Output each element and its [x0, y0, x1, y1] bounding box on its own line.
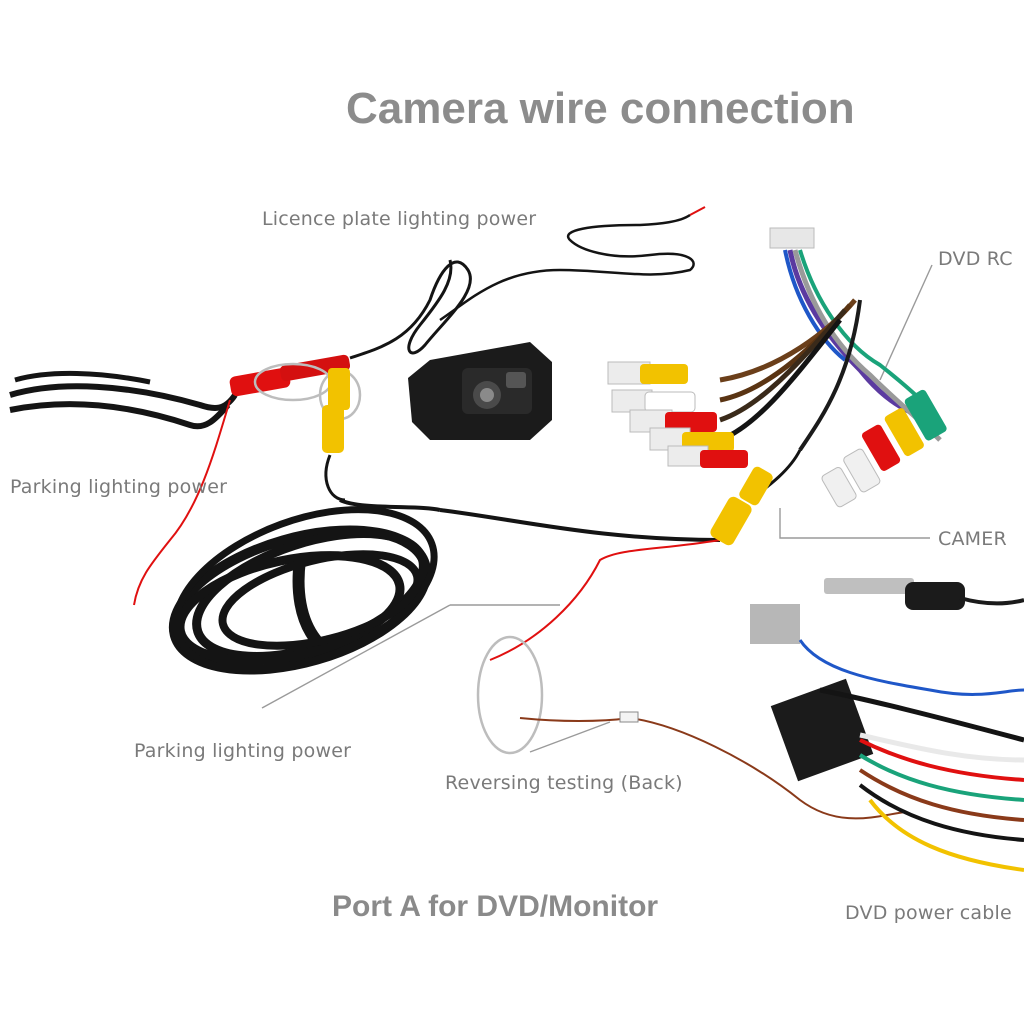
- label-dvd-power: DVD power cable: [845, 902, 1012, 924]
- licence-plate-wire: [349, 259, 472, 360]
- label-parking-bottom: Parking lighting power: [134, 740, 352, 762]
- port-caption: Port A for DVD/Monitor: [332, 890, 659, 923]
- dvd-rca-harness: [607, 227, 947, 508]
- power-harness: [750, 604, 1024, 872]
- red-trigger-wire: [489, 539, 721, 661]
- label-camera: CAMER: [938, 528, 1007, 550]
- right-yellow-rca: [710, 449, 802, 546]
- label-dvd-rca: DVD RC: [938, 248, 1013, 270]
- camera-cable-coil: [168, 506, 438, 675]
- camera-body: [408, 342, 552, 440]
- red-power-connector: [229, 354, 351, 402]
- page-title: Camera wire connection: [346, 84, 855, 133]
- antenna-plug: [824, 578, 1024, 610]
- parking-cable: [9, 383, 238, 411]
- leader-lines: [261, 264, 933, 753]
- reversing-wire: [476, 635, 906, 820]
- video-cable: [439, 508, 721, 542]
- label-parking-top: Parking lighting power: [10, 476, 228, 498]
- left-yellow-rca: [318, 368, 362, 502]
- label-reversing: Reversing testing (Back): [445, 772, 683, 794]
- label-licence-plate: Licence plate lighting power: [262, 208, 537, 230]
